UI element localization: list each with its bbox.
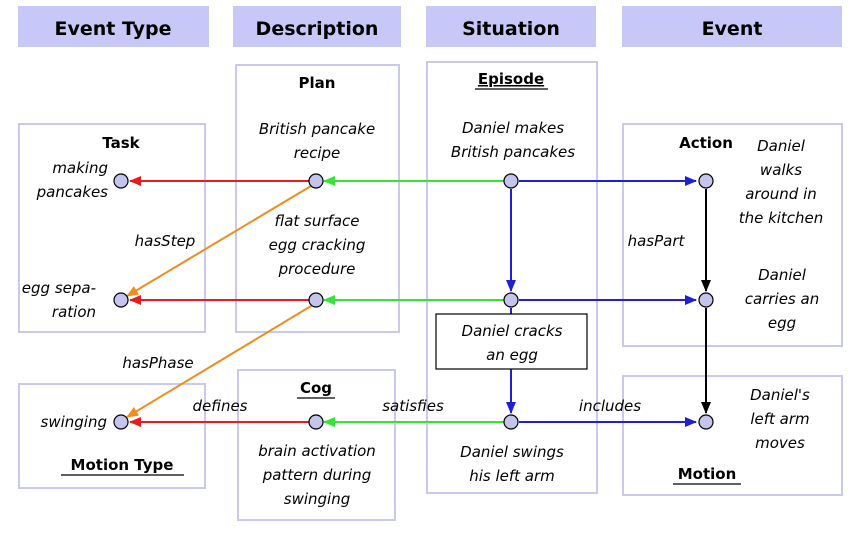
includes-label: includes bbox=[579, 397, 641, 415]
recipe-line-1: British pancake bbox=[259, 120, 375, 138]
daniel-swings-line-2: his left arm bbox=[469, 467, 555, 485]
daniel-walks-line-2: walks bbox=[760, 161, 802, 179]
recipe-line-2: recipe bbox=[294, 144, 341, 162]
edge-has-step bbox=[126, 185, 312, 297]
daniel-left-arm-line-3: moves bbox=[755, 434, 805, 452]
brain-activation-line-1: brain activation bbox=[258, 442, 376, 460]
daniel-cracks-line-1: Daniel cracks bbox=[462, 322, 563, 340]
episode-box bbox=[426, 61, 598, 494]
node-daniel-walks bbox=[698, 173, 714, 189]
daniel-makes-line-1: Daniel makes bbox=[462, 119, 564, 137]
cog-title: Cog bbox=[300, 379, 332, 397]
daniel-walks-line-4: the kitchen bbox=[739, 209, 824, 227]
action-box bbox=[622, 123, 843, 347]
daniel-cracks-box bbox=[435, 313, 588, 370]
node-daniel-cracks bbox=[503, 292, 519, 308]
motion-title: Motion bbox=[678, 465, 737, 483]
making-pancakes-line-2: pancakes bbox=[36, 183, 109, 201]
task-title: Task bbox=[102, 134, 140, 152]
daniel-swings-line-1: Daniel swings bbox=[460, 443, 564, 461]
brain-activation-line-2: pattern during bbox=[262, 466, 372, 484]
daniel-carries-line-2: carries an bbox=[745, 290, 819, 308]
cog-box bbox=[237, 369, 396, 521]
making-pancakes-line-1: making bbox=[52, 159, 108, 177]
node-daniel-swings bbox=[503, 414, 519, 430]
motion-box bbox=[622, 375, 843, 496]
swinging-label: swinging bbox=[41, 413, 107, 431]
brain-activation-line-3: swinging bbox=[284, 490, 350, 508]
episode-title: Episode bbox=[478, 70, 544, 88]
node-daniel-left-arm bbox=[698, 414, 714, 430]
header-event-type-label: Event Type bbox=[54, 18, 171, 40]
header-event-type: Event Type bbox=[18, 6, 209, 47]
daniel-left-arm-line-1: Daniel's bbox=[750, 386, 810, 404]
node-daniel-makes bbox=[503, 173, 519, 189]
daniel-carries-line-3: egg bbox=[768, 314, 796, 332]
daniel-cracks-line-2: an egg bbox=[486, 346, 538, 364]
edge-has-phase bbox=[126, 305, 312, 418]
procedure-line-3: procedure bbox=[278, 260, 356, 278]
daniel-carries-line-1: Daniel bbox=[758, 266, 807, 284]
motion-type-box bbox=[18, 383, 206, 489]
egg-separation-line-2: ration bbox=[52, 303, 96, 321]
daniel-makes-line-2: British pancakes bbox=[451, 143, 575, 161]
node-recipe bbox=[308, 173, 324, 189]
procedure-line-1: flat surface bbox=[275, 212, 360, 230]
plan-title: Plan bbox=[299, 74, 336, 92]
node-brain-activation bbox=[308, 414, 324, 430]
daniel-walks-line-3: around in bbox=[745, 185, 817, 203]
task-box bbox=[18, 123, 206, 333]
header-event-label: Event bbox=[702, 18, 763, 40]
procedure-line-2: egg cracking bbox=[269, 236, 366, 254]
node-swinging bbox=[113, 414, 129, 430]
header-situation-label: Situation bbox=[462, 18, 560, 40]
node-daniel-carries bbox=[698, 292, 714, 308]
header-description: Description bbox=[233, 6, 401, 47]
plan-box bbox=[235, 64, 400, 333]
node-procedure bbox=[308, 292, 324, 308]
node-egg-separation bbox=[113, 292, 129, 308]
has-phase-label: hasPhase bbox=[122, 354, 193, 372]
has-part-label: hasPart bbox=[628, 232, 686, 250]
daniel-walks-line-1: Daniel bbox=[757, 137, 806, 155]
node-making-pancakes bbox=[113, 173, 129, 189]
satisfies-label: satisfies bbox=[382, 397, 444, 415]
header-description-label: Description bbox=[256, 18, 379, 40]
action-title: Action bbox=[679, 134, 733, 152]
egg-separation-line-1: egg sepa- bbox=[22, 279, 96, 297]
daniel-left-arm-line-2: left arm bbox=[750, 410, 809, 428]
header-event: Event bbox=[622, 6, 842, 47]
header-situation: Situation bbox=[426, 6, 596, 47]
has-step-label: hasStep bbox=[135, 232, 196, 250]
defines-label: defines bbox=[193, 397, 248, 415]
motion-type-title: Motion Type bbox=[71, 456, 174, 474]
